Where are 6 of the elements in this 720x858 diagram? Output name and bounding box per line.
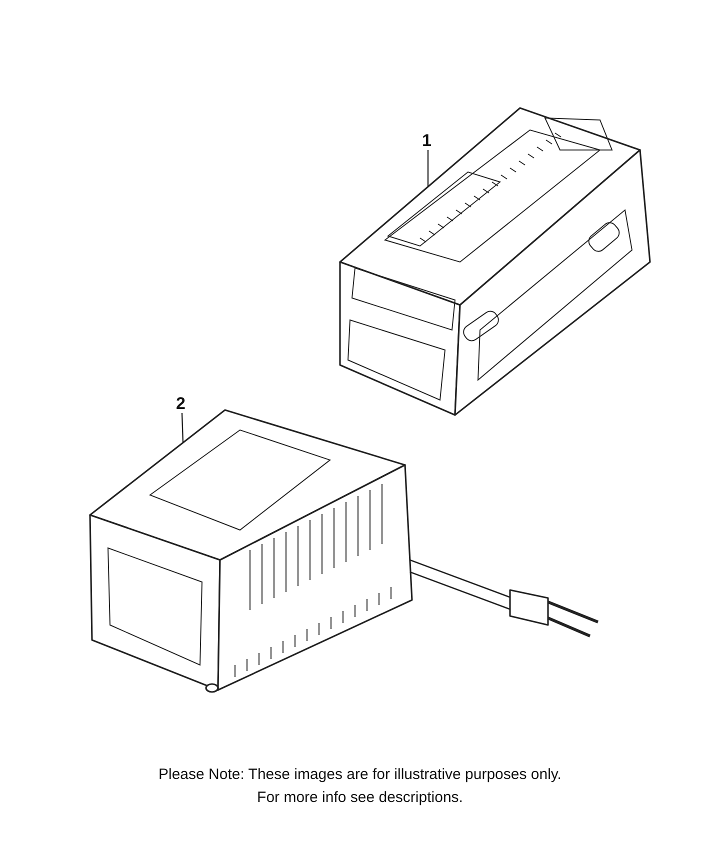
note-text: Please Note: These images are for illustrative purposes only. [158, 766, 562, 783]
note-text: For more info see descriptions. [257, 789, 463, 806]
leader-line [427, 150, 429, 187]
callout-number: 1 [422, 132, 432, 150]
callout-number: 2 [176, 395, 186, 413]
leader-line [181, 412, 184, 444]
